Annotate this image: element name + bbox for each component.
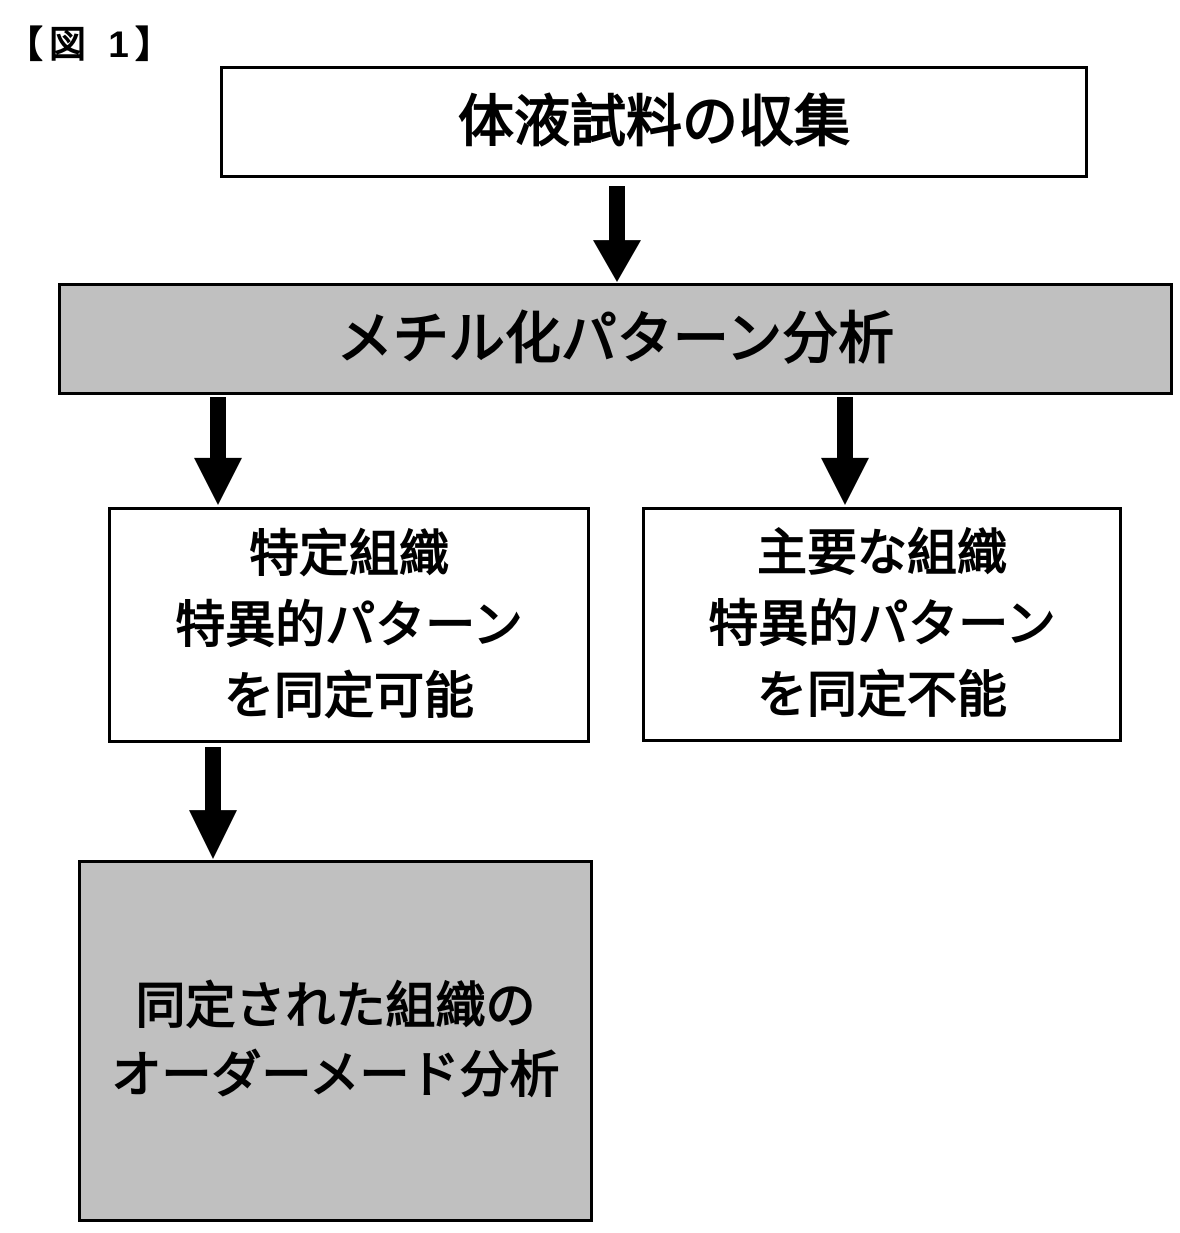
flow-box-pattern-unidentifiable-line3: を同定不能 [757,667,1007,723]
flow-box-pattern-unidentifiable-line2: 特異的パターン [708,596,1056,652]
flow-box-collect-sample: 体液試料の収集 [220,66,1088,178]
flow-box-pattern-identifiable-line3: を同定可能 [224,667,474,724]
down-arrow-icon [593,186,641,282]
flow-box-methylation-analysis-text: メチル化パターン分析 [336,307,895,371]
flow-box-collect-sample-text: 体液試料の収集 [458,90,850,154]
flow-box-pattern-unidentifiable-line1: 主要な組織 [757,525,1007,581]
flow-box-pattern-identifiable: 特定組織 特異的パターン を同定可能 [108,507,590,743]
down-arrow-icon [189,747,237,859]
flow-box-pattern-identifiable-line2: 特異的パターン [175,596,523,653]
down-arrow-methylation-to-unidentifiable [820,397,870,505]
down-arrow-icon [821,397,869,505]
down-arrow-collect-to-methylation [592,186,642,282]
flow-box-custom-analysis-line1: 同定された組織の [135,978,536,1034]
down-arrow-icon [194,397,242,505]
flow-box-custom-analysis-line2: オーダーメード分析 [111,1047,560,1103]
flow-box-pattern-unidentifiable: 主要な組織 特異的パターン を同定不能 [642,507,1122,742]
flow-box-pattern-identifiable-line1: 特定組織 [249,525,449,582]
flow-box-custom-analysis: 同定された組織の オーダーメード分析 [78,860,593,1222]
down-arrow-methylation-to-identifiable [193,397,243,505]
flow-box-methylation-analysis: メチル化パターン分析 [58,283,1173,395]
figure-label: 【図 1】 [6,24,178,65]
down-arrow-identifiable-to-custom [188,747,238,859]
